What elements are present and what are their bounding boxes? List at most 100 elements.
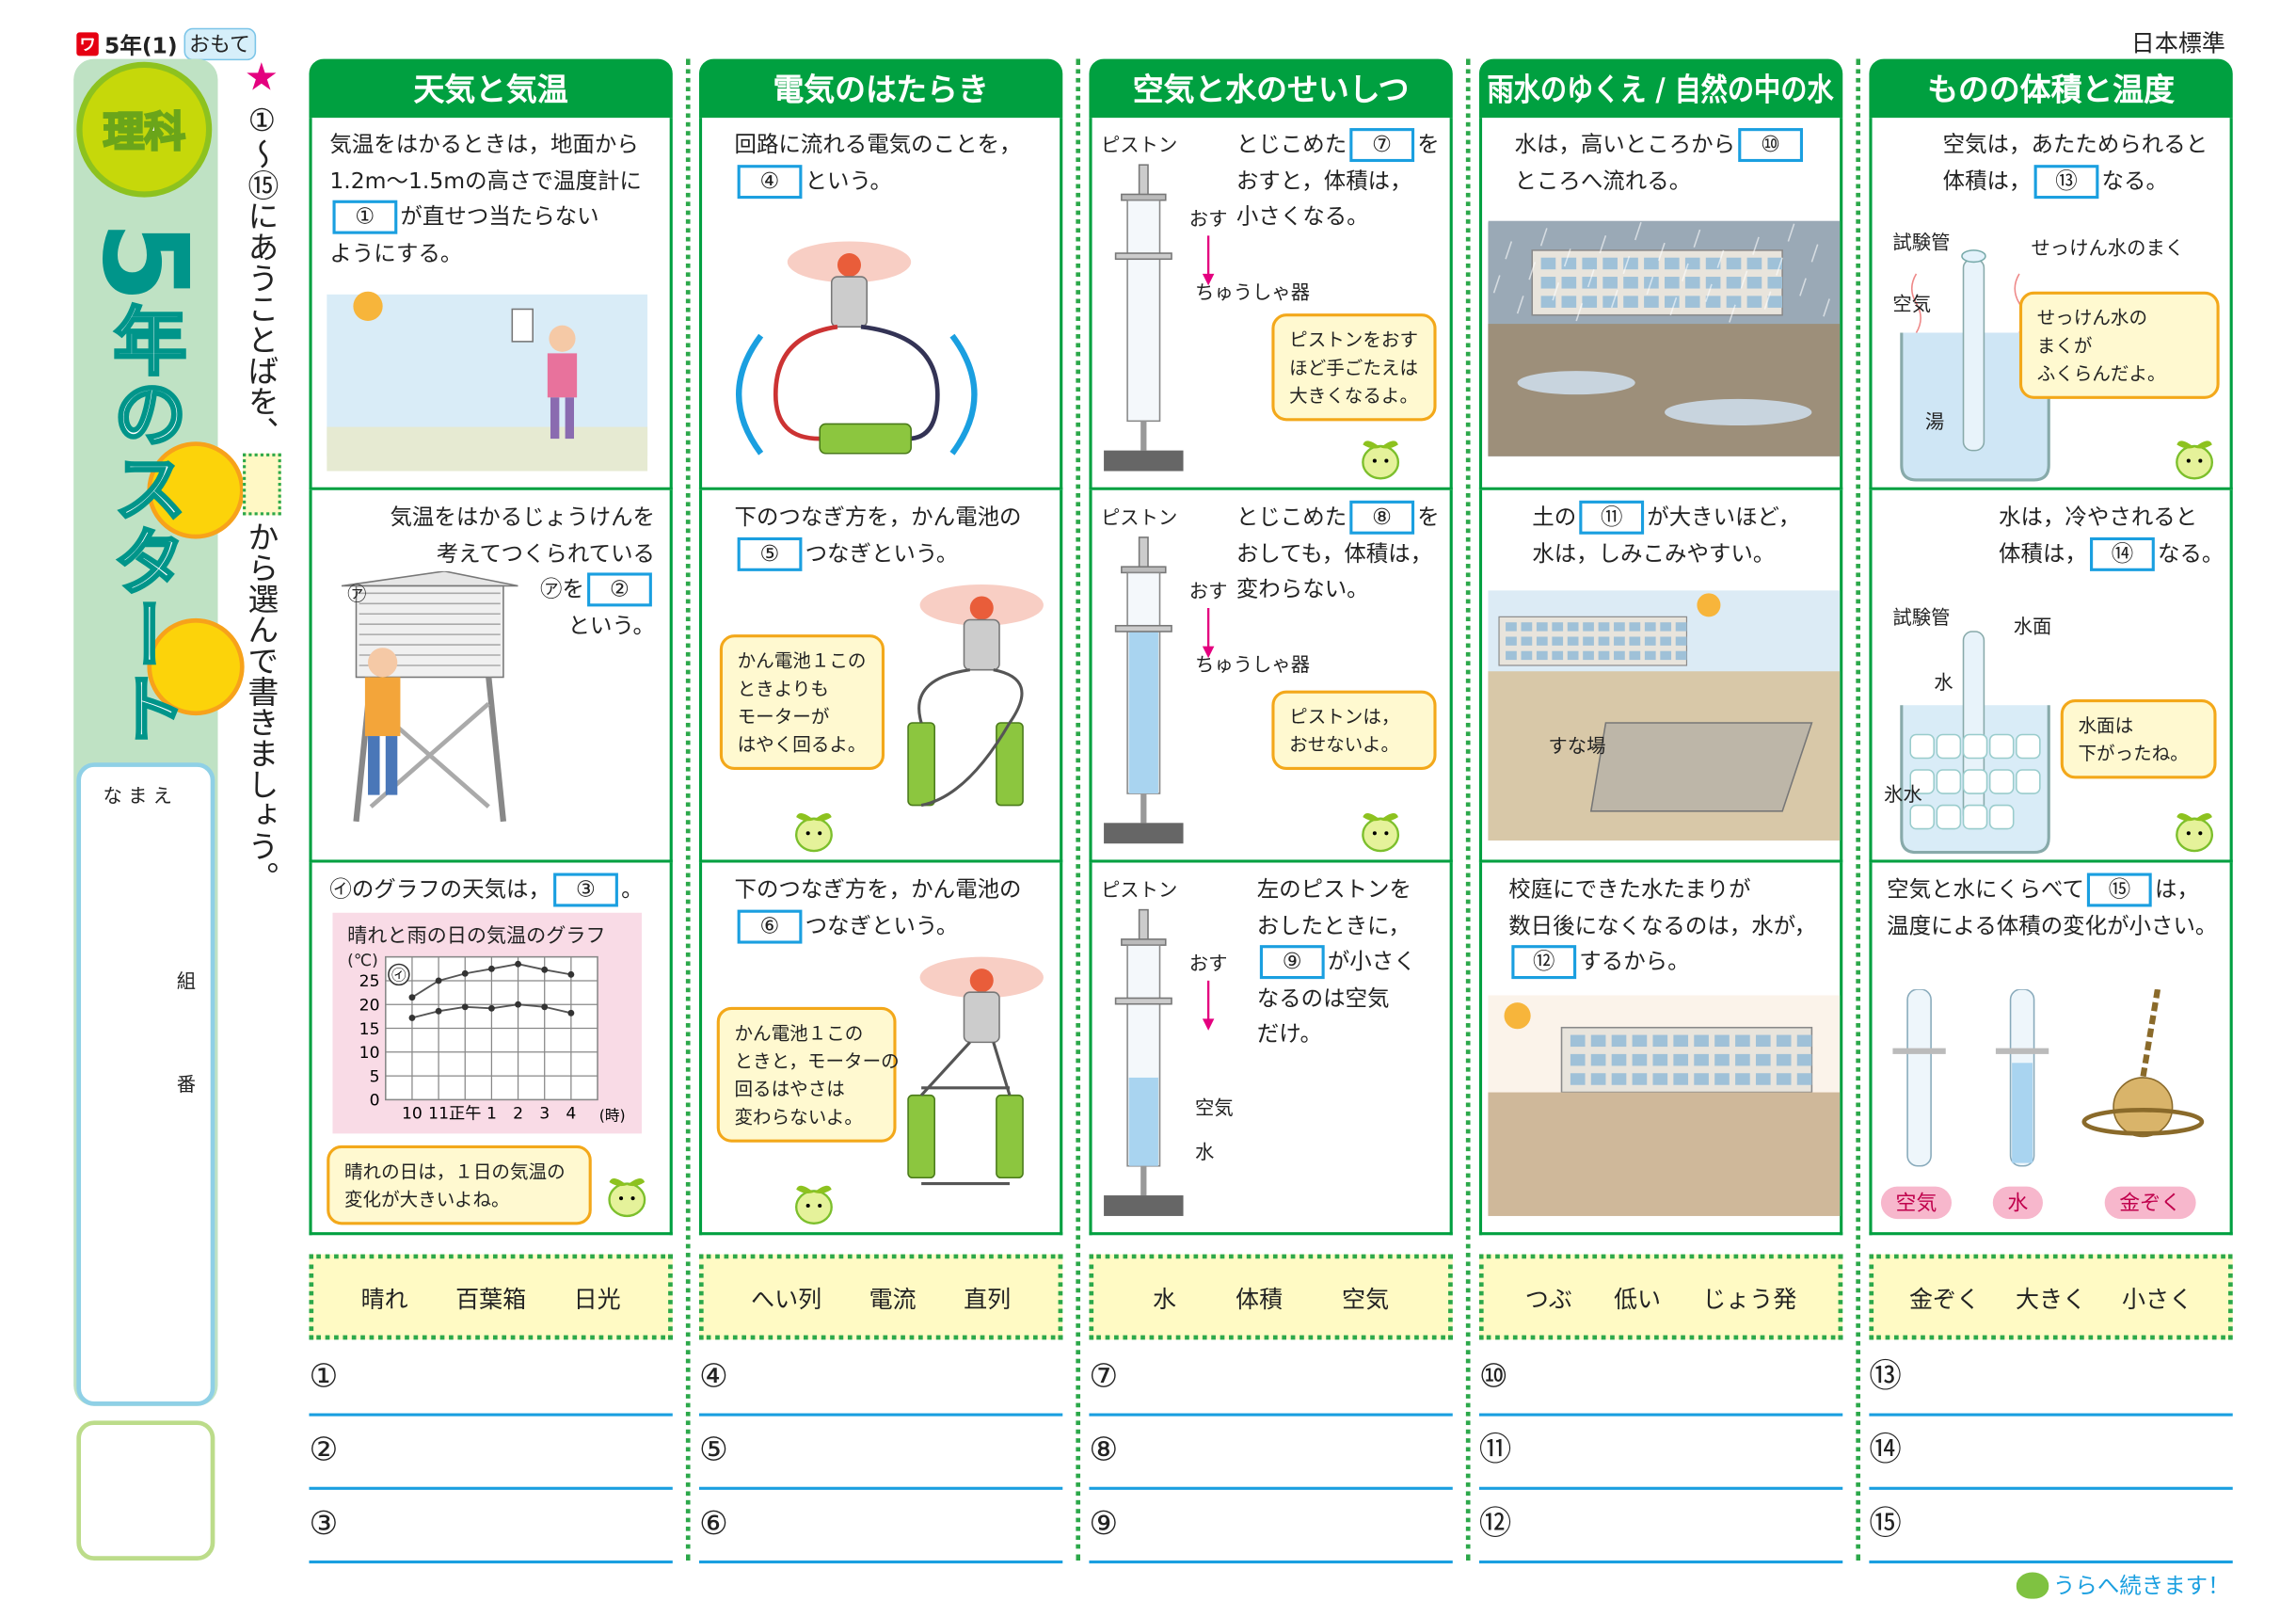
bubble-line: はやく回るよ。: [737, 732, 867, 756]
speech-bubble: かん電池１このときと，モーターの回るはやさは変わらないよ。: [716, 1006, 900, 1143]
name-field[interactable]: [76, 762, 215, 1406]
data-point: [541, 1003, 549, 1011]
answer-line[interactable]: ④: [698, 1342, 1063, 1417]
text-segment: 1.2m～1.5mの高さで温度計に: [329, 167, 642, 194]
sprout-mascot-icon: [606, 1164, 647, 1224]
text-line: 水は，しみこみやすい。: [1532, 536, 1800, 571]
diagram-label: おす: [1188, 209, 1228, 232]
panel-title: 天気と気温: [413, 72, 568, 108]
answer-number: ⑫: [1478, 1506, 1512, 1544]
speech-bubble: 晴れの日は，１日の気温の変化が大きいよね。: [327, 1145, 592, 1225]
y-tick-label: 15: [359, 1020, 380, 1039]
answer-line[interactable]: ⑮: [1869, 1490, 2233, 1564]
data-point: [435, 1007, 442, 1015]
bear-icon: [2016, 1571, 2049, 1598]
answer-number: ⑮: [1869, 1506, 1902, 1544]
answer-number: ②: [309, 1432, 339, 1469]
sprout-mascot-icon: [793, 1172, 835, 1231]
text-segment: ようにする。: [329, 239, 463, 266]
text-segment: ところへ流れる。: [1514, 167, 1692, 194]
answer-blank-⑫: ⑫: [1511, 945, 1577, 980]
word-choice: 金ぞく: [1909, 1285, 1981, 1314]
bubble-line: ときよりも: [737, 677, 830, 699]
text-segment: 考えてつくられている: [436, 539, 656, 567]
instruction-text: から選んで書きましょう。: [244, 520, 280, 892]
text-segment: 下のつなぎ方を，かん電池の: [734, 503, 1022, 531]
title-text: 年のスタート: [100, 301, 188, 745]
data-point: [541, 966, 549, 973]
score-box[interactable]: [76, 1420, 215, 1561]
diagram-label: ちゅうしゃ器: [1195, 282, 1311, 305]
tube-ice-water-illustration: [1873, 602, 2079, 860]
text-segment: 校庭にできた水たまりが: [1508, 875, 1751, 903]
answer-line[interactable]: ⑦: [1089, 1342, 1453, 1417]
text-line: 気温をはかるじょうけんを: [378, 499, 655, 535]
answer-line[interactable]: ⑧: [1089, 1417, 1453, 1490]
column-divider: [685, 58, 691, 1561]
x-tick-label: 1: [486, 1105, 497, 1124]
answer-line[interactable]: ①: [309, 1342, 673, 1417]
worksheet-label: ワ 5年(1) おもて: [76, 27, 257, 61]
diagram-label: ちゅうしゃ器: [1195, 655, 1311, 678]
text-line: 変わらない。: [1236, 571, 1440, 607]
diagram-label: 空気: [1892, 294, 1932, 317]
rainy-school-illustration: [1482, 220, 1841, 463]
star-icon: ★: [244, 56, 279, 101]
answer-line[interactable]: ⑤: [698, 1417, 1063, 1490]
word-choice: 電流: [869, 1285, 917, 1314]
text-line: 下のつなぎ方を，かん電池の: [734, 872, 1021, 907]
answer-blank-②: ②: [587, 572, 652, 607]
sprout-mascot-icon: [793, 799, 835, 858]
text-line: 小さくなる。: [1236, 199, 1440, 234]
panel-header: 天気と気温: [309, 58, 673, 119]
answer-line[interactable]: ⑥: [698, 1490, 1063, 1564]
fan-circuit-illustration: [717, 232, 1012, 474]
diagram-label: ㋐: [347, 584, 367, 607]
y-tick-label: 0: [370, 1092, 380, 1111]
bubble-line: ピストンは，: [1289, 705, 1400, 728]
question-cell: ㋑のグラフの天気は，③。晴れの日は，１日の気温の変化が大きいよね。晴れと雨の日の…: [309, 862, 673, 1236]
text-segment: つなぎという。: [805, 911, 959, 939]
text-segment: つなぎという。: [805, 539, 959, 567]
answer-blank-⑮: ⑮: [2087, 873, 2152, 907]
answer-blank-⑥: ⑥: [737, 908, 803, 943]
answer-line[interactable]: ⑫: [1478, 1490, 1843, 1564]
answer-line[interactable]: ③: [309, 1490, 673, 1564]
answer-number: ⑤: [698, 1432, 728, 1469]
word-choice: 直列: [964, 1285, 1012, 1314]
diagram-label: ピストン: [1100, 880, 1178, 903]
series-label-circle: [388, 963, 410, 986]
answer-blank-⑧: ⑧: [1349, 500, 1415, 535]
word-choice: 大きく: [2016, 1285, 2087, 1314]
answer-line[interactable]: ⑪: [1478, 1417, 1843, 1490]
publisher-badge: ワ: [76, 32, 99, 56]
answer-line[interactable]: ⑩: [1478, 1342, 1843, 1417]
answer-line[interactable]: ⑭: [1869, 1417, 2233, 1490]
fan-series-illustration: [849, 576, 1055, 832]
answer-number: ⑨: [1089, 1506, 1119, 1544]
text-segment: 左のピストンを: [1256, 875, 1411, 903]
text-segment: 水は，高いところから: [1514, 131, 1736, 158]
answer-line[interactable]: ②: [309, 1417, 673, 1490]
fan-parallel-illustration: [849, 948, 1055, 1204]
answer-line[interactable]: ⑨: [1089, 1490, 1453, 1564]
text-segment: という。: [805, 167, 893, 194]
diagram-label: 金ぞく: [2104, 1186, 2196, 1220]
y-tick-label: 5: [370, 1067, 380, 1086]
y-tick-label: 10: [359, 1044, 380, 1063]
panel-title: 電気のはたらき: [773, 72, 989, 108]
x-tick-label: 10: [402, 1105, 423, 1124]
push-arrow-icon: [1201, 235, 1216, 295]
word-choice: 空気: [1342, 1285, 1390, 1314]
answer-line[interactable]: ⑬: [1869, 1342, 2233, 1417]
panel-title: 雨水のゆくえ / 自然の中の水: [1488, 72, 1835, 108]
